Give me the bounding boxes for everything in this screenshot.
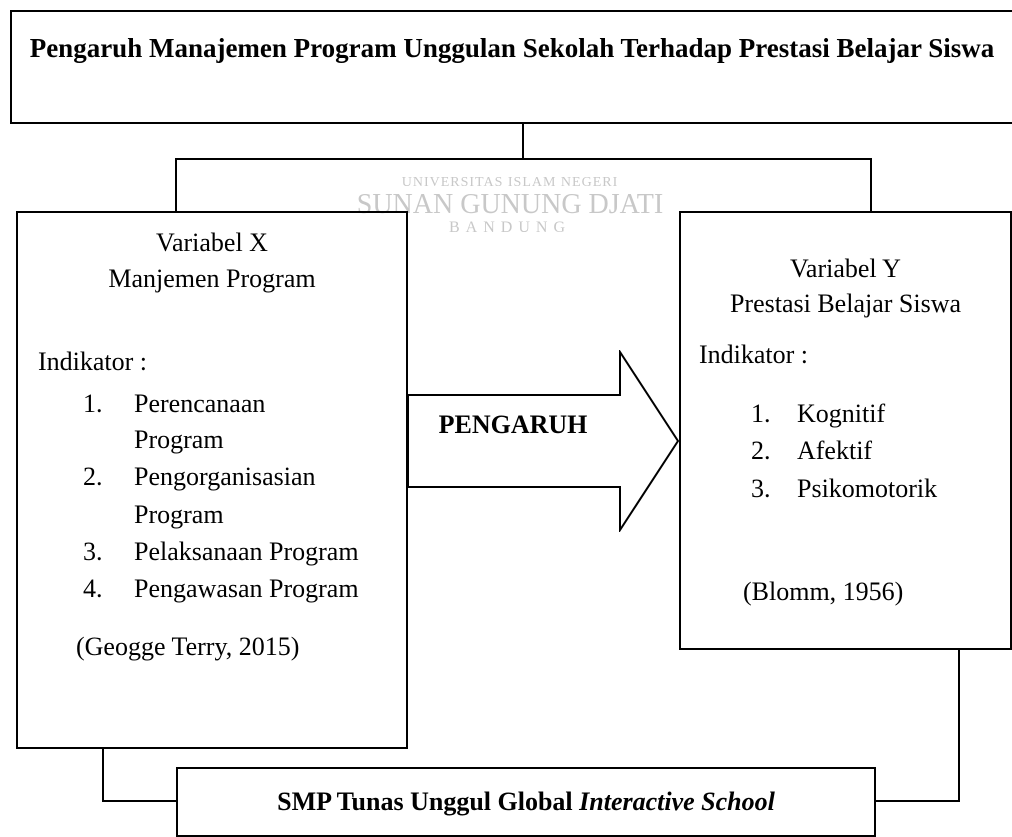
- connector-title-vertical: [522, 124, 524, 160]
- variable-x-item-4-label: Pengawasan Program: [134, 574, 359, 603]
- variable-y-item-2-number: 2.: [751, 436, 771, 465]
- variable-x-item-2-number: 2.: [83, 462, 103, 491]
- variable-x-item-1-number: 1.: [83, 389, 103, 418]
- influence-arrow: [407, 350, 680, 532]
- title-box: Pengaruh Manajemen Program Unggulan Seko…: [10, 10, 1012, 124]
- influence-arrow-shape: [407, 350, 680, 532]
- variable-y-heading: Variabel Y: [790, 254, 901, 283]
- variable-x-citation: (Geogge Terry, 2015): [76, 632, 300, 661]
- variable-x-item-1-label-cont: Program: [134, 425, 224, 454]
- variable-x-item-3-number: 3.: [83, 537, 103, 566]
- variable-y-item-1-label: Kognitif: [797, 399, 886, 428]
- variable-x-item-3-label: Pelaksanaan Program: [134, 537, 359, 566]
- diagram-title: Pengaruh Manajemen Program Unggulan Seko…: [29, 33, 995, 63]
- watermark-line-1: UNIVERSITAS ISLAM NEGERI: [401, 175, 619, 190]
- variable-x-item-4-number: 4.: [83, 574, 103, 603]
- variable-x-item-2-label-cont: Program: [134, 500, 224, 529]
- connector-bottom-right-horizontal: [875, 800, 960, 802]
- variable-y-item-3-label: Psikomotorik: [797, 474, 938, 503]
- variable-x-name: Manjemen Program: [108, 264, 316, 293]
- school-name: SMP Tunas Unggul Global: [277, 787, 580, 816]
- connector-top-left-drop: [175, 158, 177, 211]
- variable-y-item-3-number: 3.: [751, 474, 771, 503]
- school-name-italic: Interactive School: [579, 787, 775, 816]
- connector-bottom-right-drop: [958, 650, 960, 801]
- watermark-line-3: BANDUNG: [449, 219, 571, 236]
- variable-y-indicator-label: Indikator :: [699, 340, 809, 369]
- variable-x-item-2-label: Pengorganisasian: [134, 462, 316, 491]
- variable-y-name: Prestasi Belajar Siswa: [729, 289, 962, 318]
- variable-x-item-1-label: Perencanaan: [134, 389, 266, 418]
- variable-y-item-2-label: Afektif: [797, 436, 873, 465]
- school-label: SMP Tunas Unggul Global Interactive Scho…: [178, 769, 874, 817]
- variable-y-item-1-number: 1.: [751, 399, 771, 428]
- connector-bottom-left-horizontal: [102, 800, 177, 802]
- variable-x-box: Variabel X Manjemen Program Indikator : …: [16, 211, 408, 749]
- school-box: SMP Tunas Unggul Global Interactive Scho…: [176, 767, 876, 837]
- variable-y-box: Variabel Y Prestasi Belajar Siswa Indika…: [679, 211, 1012, 650]
- connector-top-right-drop: [870, 158, 872, 211]
- variable-x-indicator-label: Indikator :: [38, 347, 148, 376]
- influence-arrow-label: PENGARUH: [438, 410, 588, 439]
- connector-top-horizontal: [175, 158, 872, 160]
- connector-bottom-left-drop: [102, 749, 104, 801]
- variable-x-heading: Variabel X: [156, 228, 268, 257]
- variable-y-citation: (Blomm, 1956): [743, 577, 904, 606]
